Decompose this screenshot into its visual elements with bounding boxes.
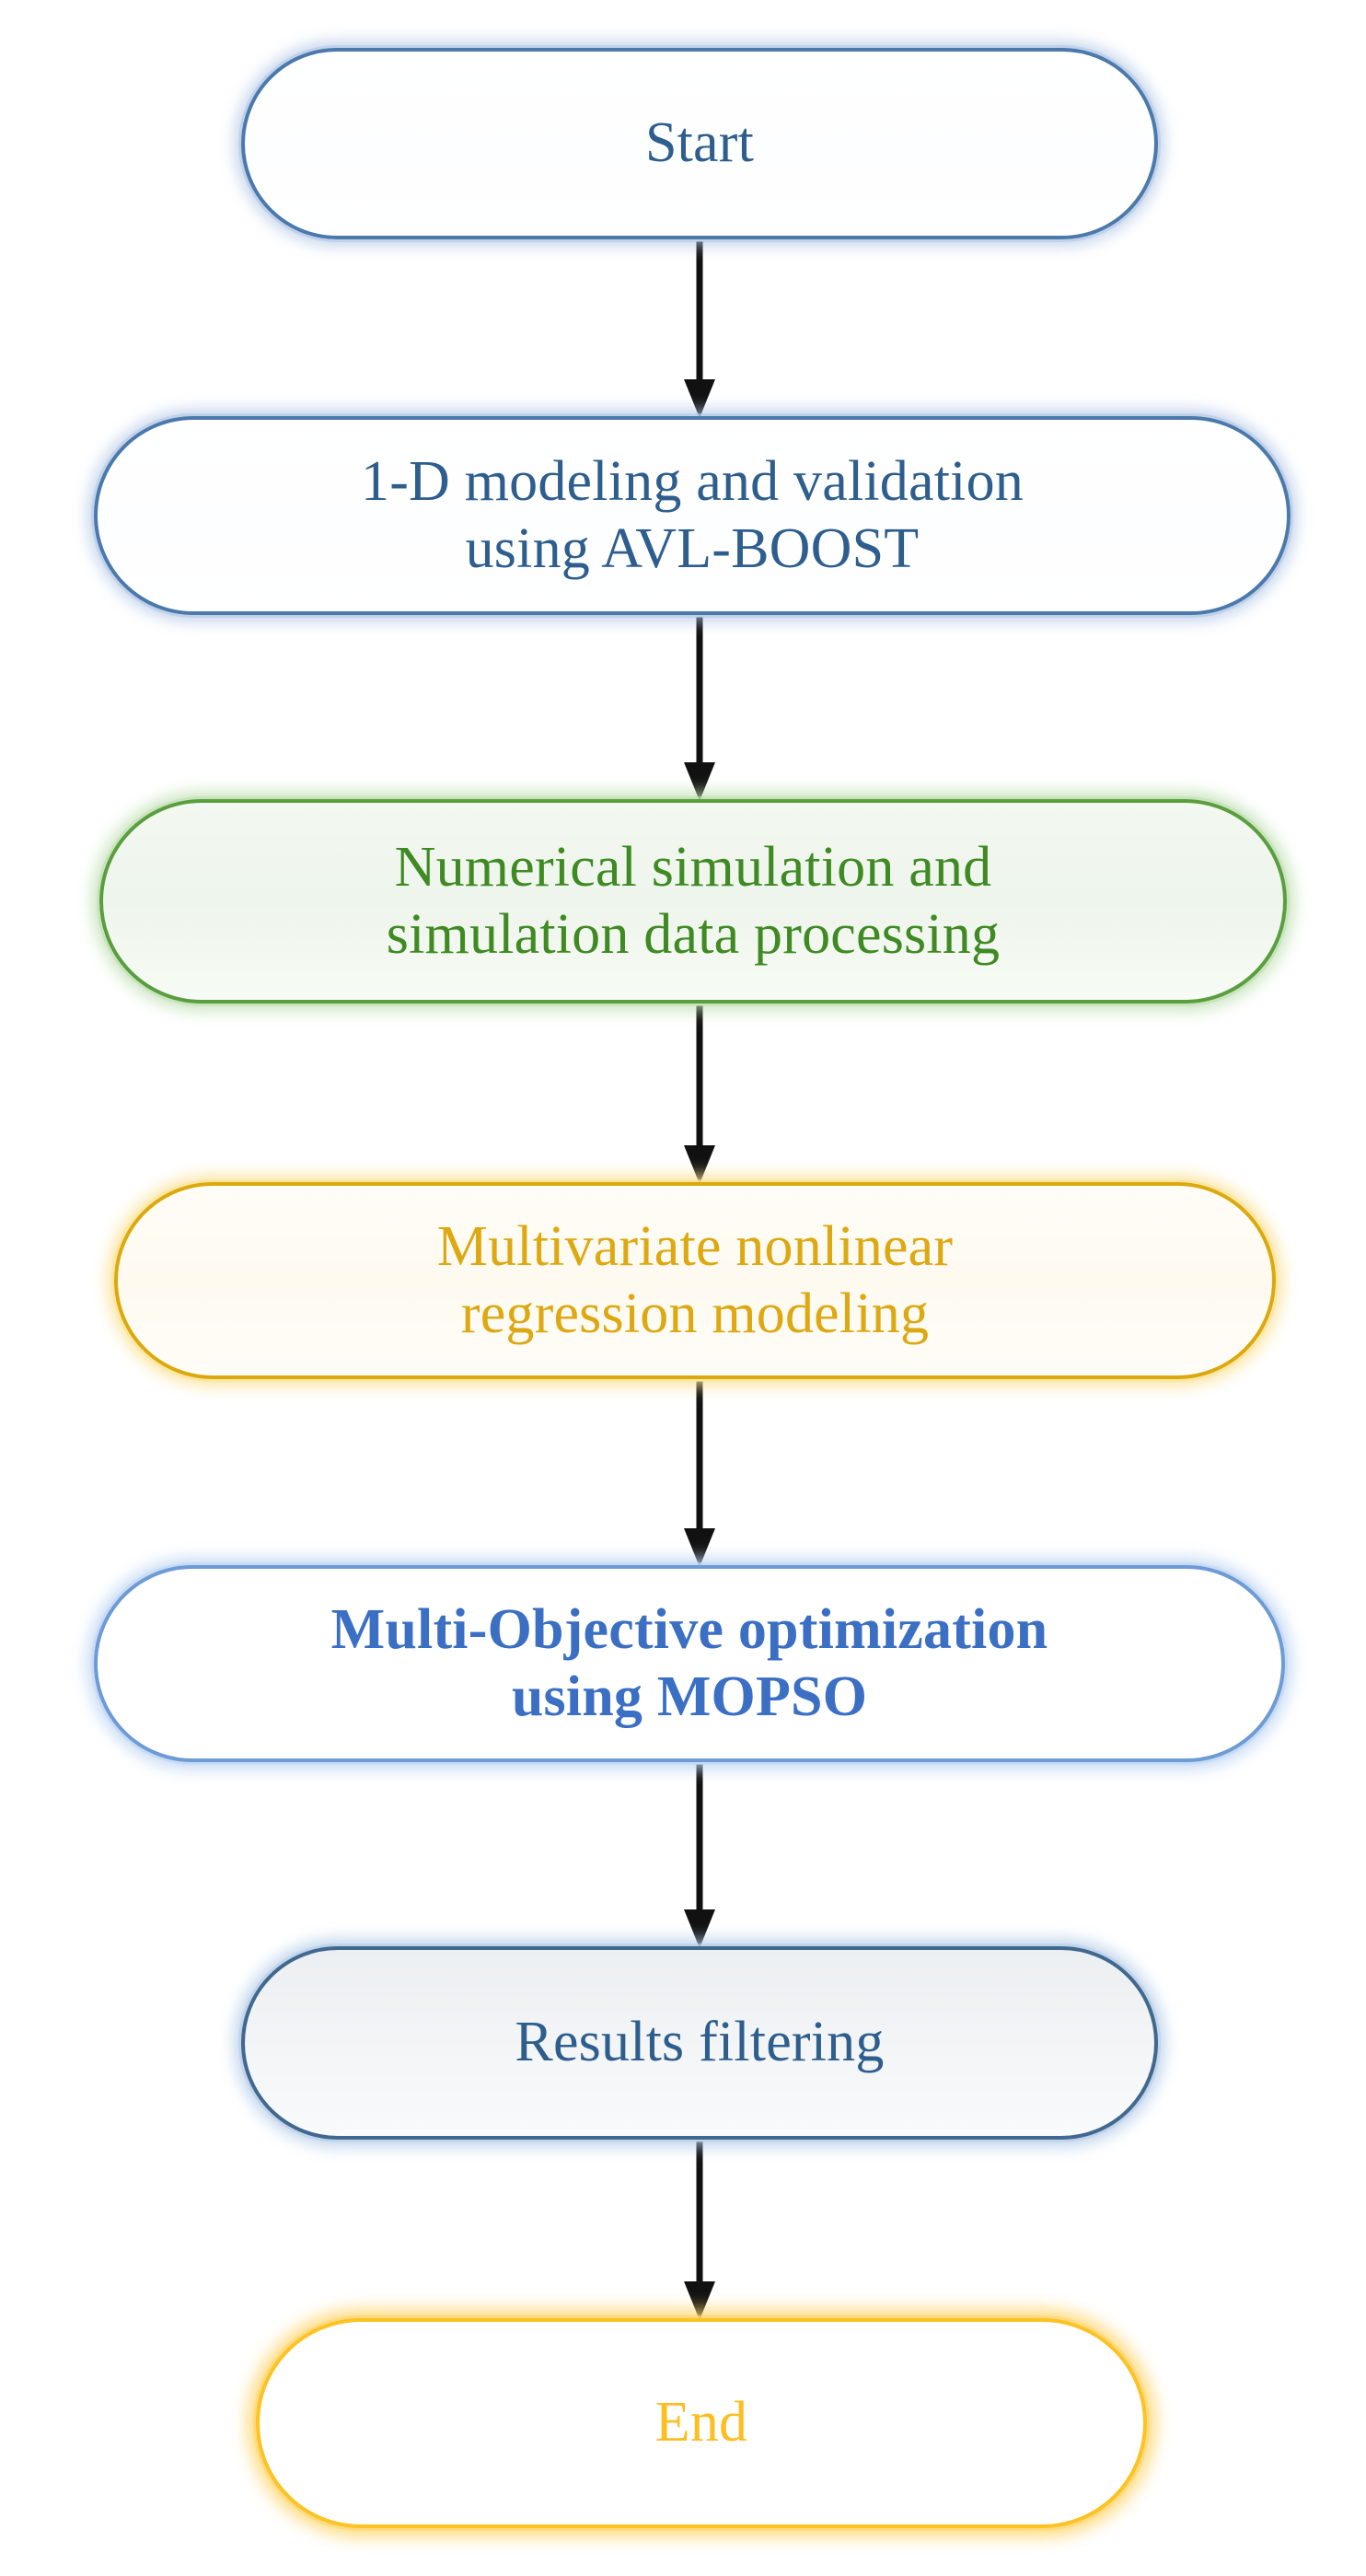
flow-node-label: Results filtering [515,2011,885,2074]
flow-node-label: Multivariate nonlinear regression modeli… [436,1214,954,1345]
connector-arrow [684,2141,715,2320]
connector-arrow [684,1005,715,1184]
flow-node-label: End [654,2391,748,2454]
flow-node-label: Start [644,111,755,175]
flow-node-end[interactable]: End [256,2318,1147,2528]
flow-node-mopso-optimization[interactable]: Multi-Objective optimization using MOPSO [94,1565,1285,1762]
flow-node-label: Numerical simulation and simulation data… [386,835,1001,966]
flow-node-numerical-simulation[interactable]: Numerical simulation and simulation data… [99,799,1287,1004]
connector-arrow [684,241,715,418]
flow-node-label: 1-D modeling and validation using AVL-BO… [361,449,1024,580]
connector-arrow [684,617,715,801]
connector-arrow [684,1381,715,1567]
flow-node-results-filtering[interactable]: Results filtering [241,1946,1158,2140]
flow-node-start[interactable]: Start [241,48,1158,239]
flow-node-regression-modeling[interactable]: Multivariate nonlinear regression modeli… [114,1182,1276,1379]
flow-node-label: Multi-Objective optimization using MOPSO [330,1597,1048,1728]
connector-arrow [684,1764,715,1948]
flow-node-one-d-modeling[interactable]: 1-D modeling and validation using AVL-BO… [94,416,1291,615]
